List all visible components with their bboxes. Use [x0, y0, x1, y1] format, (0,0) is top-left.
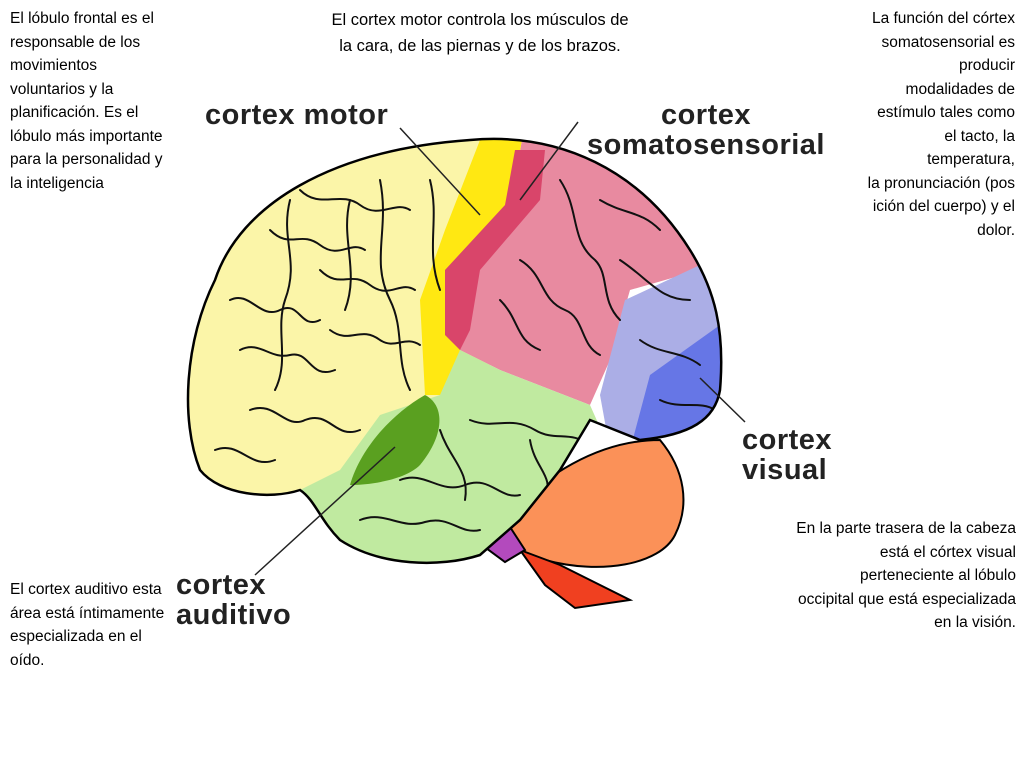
temporal-lobe — [300, 350, 610, 563]
motor-pointer-line — [399, 127, 481, 216]
label-somato-line2: somatosensorial — [587, 129, 825, 161]
note-auditory-cortex: El cortex auditivo esta área está íntima… — [10, 578, 170, 672]
label-cortex-motor: cortex motor — [205, 99, 389, 131]
note-visual-line3: perteneciente al lóbulo — [860, 567, 1016, 584]
label-somato-line1: cortex — [660, 99, 752, 131]
label-visual-line2: visual — [742, 454, 828, 486]
note-somato-line6: el tacto, la — [944, 127, 1015, 145]
note-somato-line4: modalidades de — [905, 80, 1015, 98]
note-somato-line5: estímulo tales como — [877, 104, 1015, 121]
note-somato-line7: temperatura, — [927, 151, 1015, 168]
note-motor-line1: El cortex motor controla los músculos de — [331, 11, 629, 29]
label-visual-line1: cortex — [742, 424, 833, 456]
brainstem — [517, 547, 634, 610]
note-somato-line8: la pronunciación (pos — [867, 174, 1015, 192]
label-cortex-visual: cortex visual — [742, 425, 832, 485]
visual-pointer-line — [699, 377, 746, 423]
note-somato-line10: dolor. — [977, 221, 1015, 239]
label-auditivo-line1: cortex — [176, 569, 267, 601]
label-auditivo-line2: auditivo — [176, 599, 292, 631]
note-visual-line2: está el córtex visual — [879, 543, 1016, 561]
brain-folds — [214, 179, 716, 532]
auditivo-pointer-line — [254, 446, 396, 576]
note-somato-line9: ición del cuerpo) y el — [872, 198, 1015, 215]
note-visual-cortex: En la parte trasera de la cabeza está el… — [748, 517, 1016, 635]
label-cortex-somatosensorial: cortex somatosensorial — [580, 100, 832, 160]
note-frontal-text: El lóbulo frontal es el responsable de l… — [10, 10, 163, 192]
note-somatosensory-cortex: La función del córtex somatosensorial es… — [820, 7, 1015, 242]
note-somato-line3: producir — [959, 57, 1015, 74]
auditory-cortex — [350, 395, 440, 485]
note-motor-line2: la cara, de las piernas y de los brazos. — [339, 37, 621, 55]
note-visual-line1: En la parte trasera de la cabeza — [796, 520, 1016, 537]
brain-outline — [186, 137, 723, 565]
somato-pointer-line — [519, 121, 579, 201]
note-motor-cortex: El cortex motor controla los músculos de… — [305, 7, 655, 59]
note-visual-line5: en la visión. — [934, 614, 1016, 631]
note-auditivo-text: El cortex auditivo esta área está íntima… — [10, 581, 165, 669]
note-visual-line4: occipital que está especializada — [798, 590, 1016, 608]
note-frontal-lobe: El lóbulo frontal es el responsable de l… — [10, 7, 172, 195]
label-cortex-auditivo: cortex auditivo — [176, 570, 291, 630]
note-somato-line2: somatosensorial es — [881, 33, 1015, 51]
note-somato-line1: La función del córtex — [871, 10, 1015, 27]
